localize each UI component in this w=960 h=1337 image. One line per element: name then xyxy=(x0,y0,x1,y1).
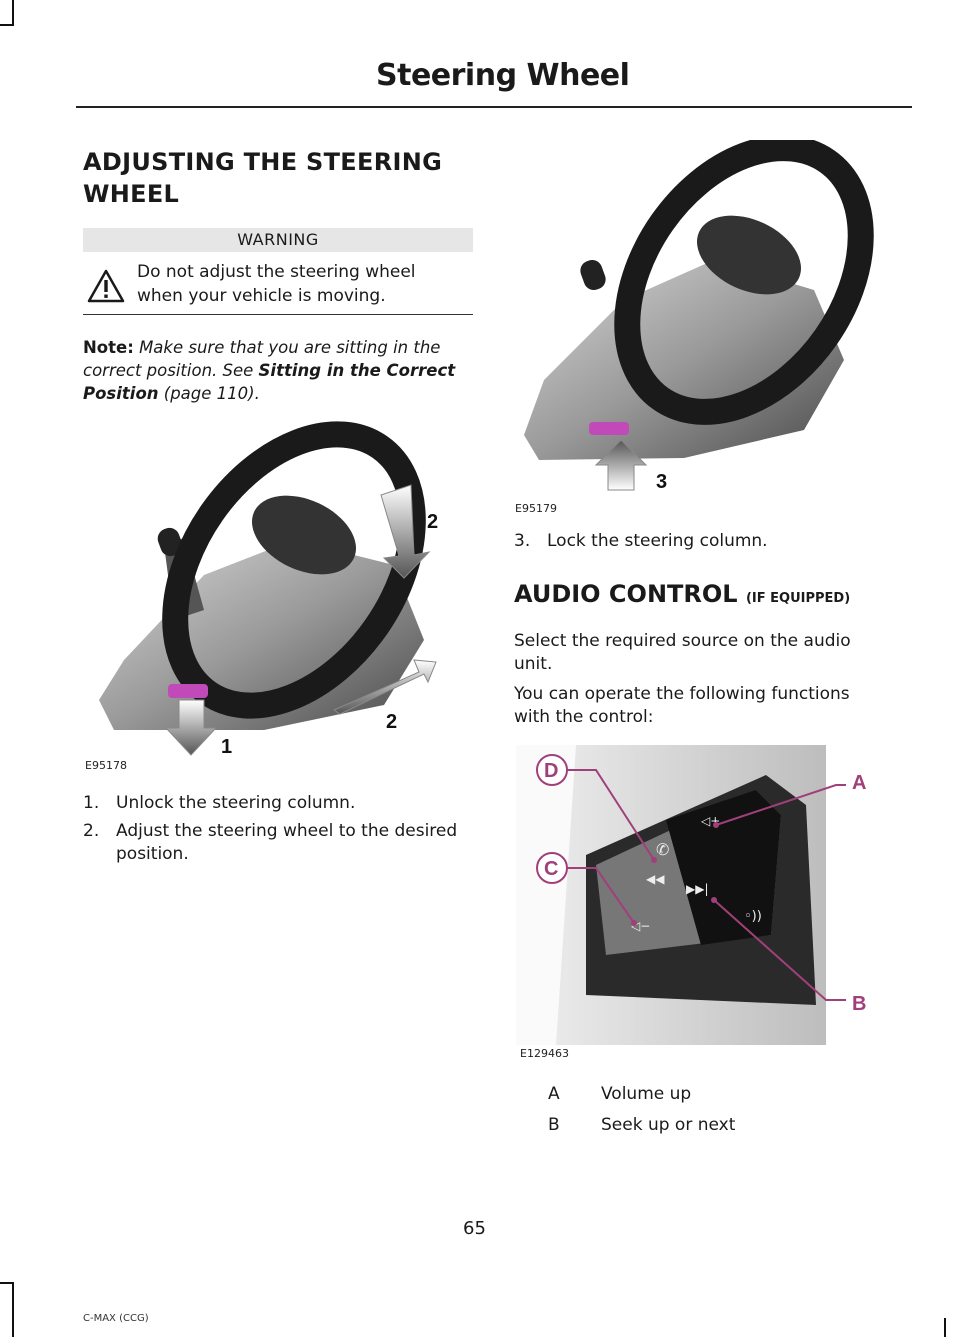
callout-2-bottom: 2 xyxy=(386,711,397,733)
callout-1: 1 xyxy=(221,736,232,758)
step-text: position. xyxy=(116,844,189,864)
paragraph-line: Select the required source on the audio xyxy=(514,631,851,651)
callout-3: 3 xyxy=(656,471,667,493)
paragraph-line: with the control: xyxy=(514,707,654,727)
page-reference: (page 110). xyxy=(158,384,260,403)
definition-value: Seek up or next xyxy=(601,1115,736,1135)
page-number: 65 xyxy=(463,1218,486,1239)
callout-d: D xyxy=(544,760,558,782)
crop-mark xyxy=(0,24,14,26)
crop-mark xyxy=(944,1318,946,1337)
heading-suffix: (IF EQUIPPED) xyxy=(745,591,851,606)
page-header-title: Steering Wheel xyxy=(376,58,630,93)
warning-line: Do not adjust the steering wheel xyxy=(137,262,416,282)
figure-id: E95178 xyxy=(85,759,127,772)
warning-rule xyxy=(83,314,473,315)
step-text: Lock the steering column. xyxy=(547,531,768,551)
definition-key: B xyxy=(548,1115,560,1135)
step-item: 3. Lock the steering column. xyxy=(514,530,909,553)
phone-icon: ✆ xyxy=(656,840,669,859)
section-heading: ADJUSTING THE STEERING WHEEL xyxy=(83,146,442,210)
crop-mark xyxy=(12,1282,14,1337)
heading-line: WHEEL xyxy=(83,180,180,208)
step-item: 1. Unlock the steering column. xyxy=(83,792,478,815)
steering-adjust-figure: 2 2 1 xyxy=(99,421,438,758)
seek-down-icon: ◀◀ xyxy=(646,872,665,886)
heading-text: AUDIO CONTROL xyxy=(514,580,738,608)
warning-triangle-icon xyxy=(86,268,126,308)
heading-line: ADJUSTING THE STEERING xyxy=(83,148,443,176)
callout-a: A xyxy=(852,772,866,794)
callout-c: C xyxy=(544,858,558,880)
steering-lock-figure: 3 xyxy=(524,140,874,493)
figure-id: E129463 xyxy=(520,1047,569,1060)
warning-line: when your vehicle is moving. xyxy=(137,286,386,306)
warning-label: WARNING xyxy=(83,228,473,252)
note-paragraph: Note: Make sure that you are sitting in … xyxy=(83,336,478,405)
step-number: 2. xyxy=(83,821,100,841)
figure-id: E95179 xyxy=(515,502,557,515)
header-rule xyxy=(76,106,912,108)
crop-mark xyxy=(12,0,14,26)
paragraph: Select the required source on the audio … xyxy=(514,630,899,676)
seek-up-icon: ▶▶| xyxy=(686,882,709,896)
step-number: 1. xyxy=(83,793,100,813)
cross-reference-link[interactable]: Sitting in the Correct xyxy=(258,361,456,380)
audio-control-figure: ✆ ◀◀ ◁+ ◁− ▶▶| ◦)) D C A B xyxy=(516,745,866,1045)
callout-2-top: 2 xyxy=(427,511,438,533)
warning-text: Do not adjust the steering wheel when yo… xyxy=(137,260,475,308)
footer-model: C-MAX (CCG) xyxy=(83,1313,149,1324)
crop-mark xyxy=(0,1282,14,1284)
note-label: Note: xyxy=(83,338,134,357)
paragraph: You can operate the following functions … xyxy=(514,683,899,729)
step-text: Adjust the steering wheel to the desired xyxy=(116,821,458,841)
step-text: Unlock the steering column. xyxy=(116,793,356,813)
note-text: Make sure that you are sitting in the xyxy=(133,338,441,357)
note-text: correct position. See xyxy=(83,361,259,380)
step-item: 2. Adjust the steering wheel to the desi… xyxy=(83,820,478,866)
paragraph-line: You can operate the following functions xyxy=(514,684,850,704)
section-heading: AUDIO CONTROL (IF EQUIPPED) xyxy=(514,580,850,608)
step-number: 3. xyxy=(514,531,531,551)
cross-reference-link[interactable]: Position xyxy=(83,384,159,403)
definition-value: Volume up xyxy=(601,1084,692,1104)
paragraph-line: unit. xyxy=(514,654,553,674)
callout-b: B xyxy=(852,993,866,1015)
voice-icon: ◦)) xyxy=(744,909,762,924)
definition-key: A xyxy=(548,1084,560,1104)
